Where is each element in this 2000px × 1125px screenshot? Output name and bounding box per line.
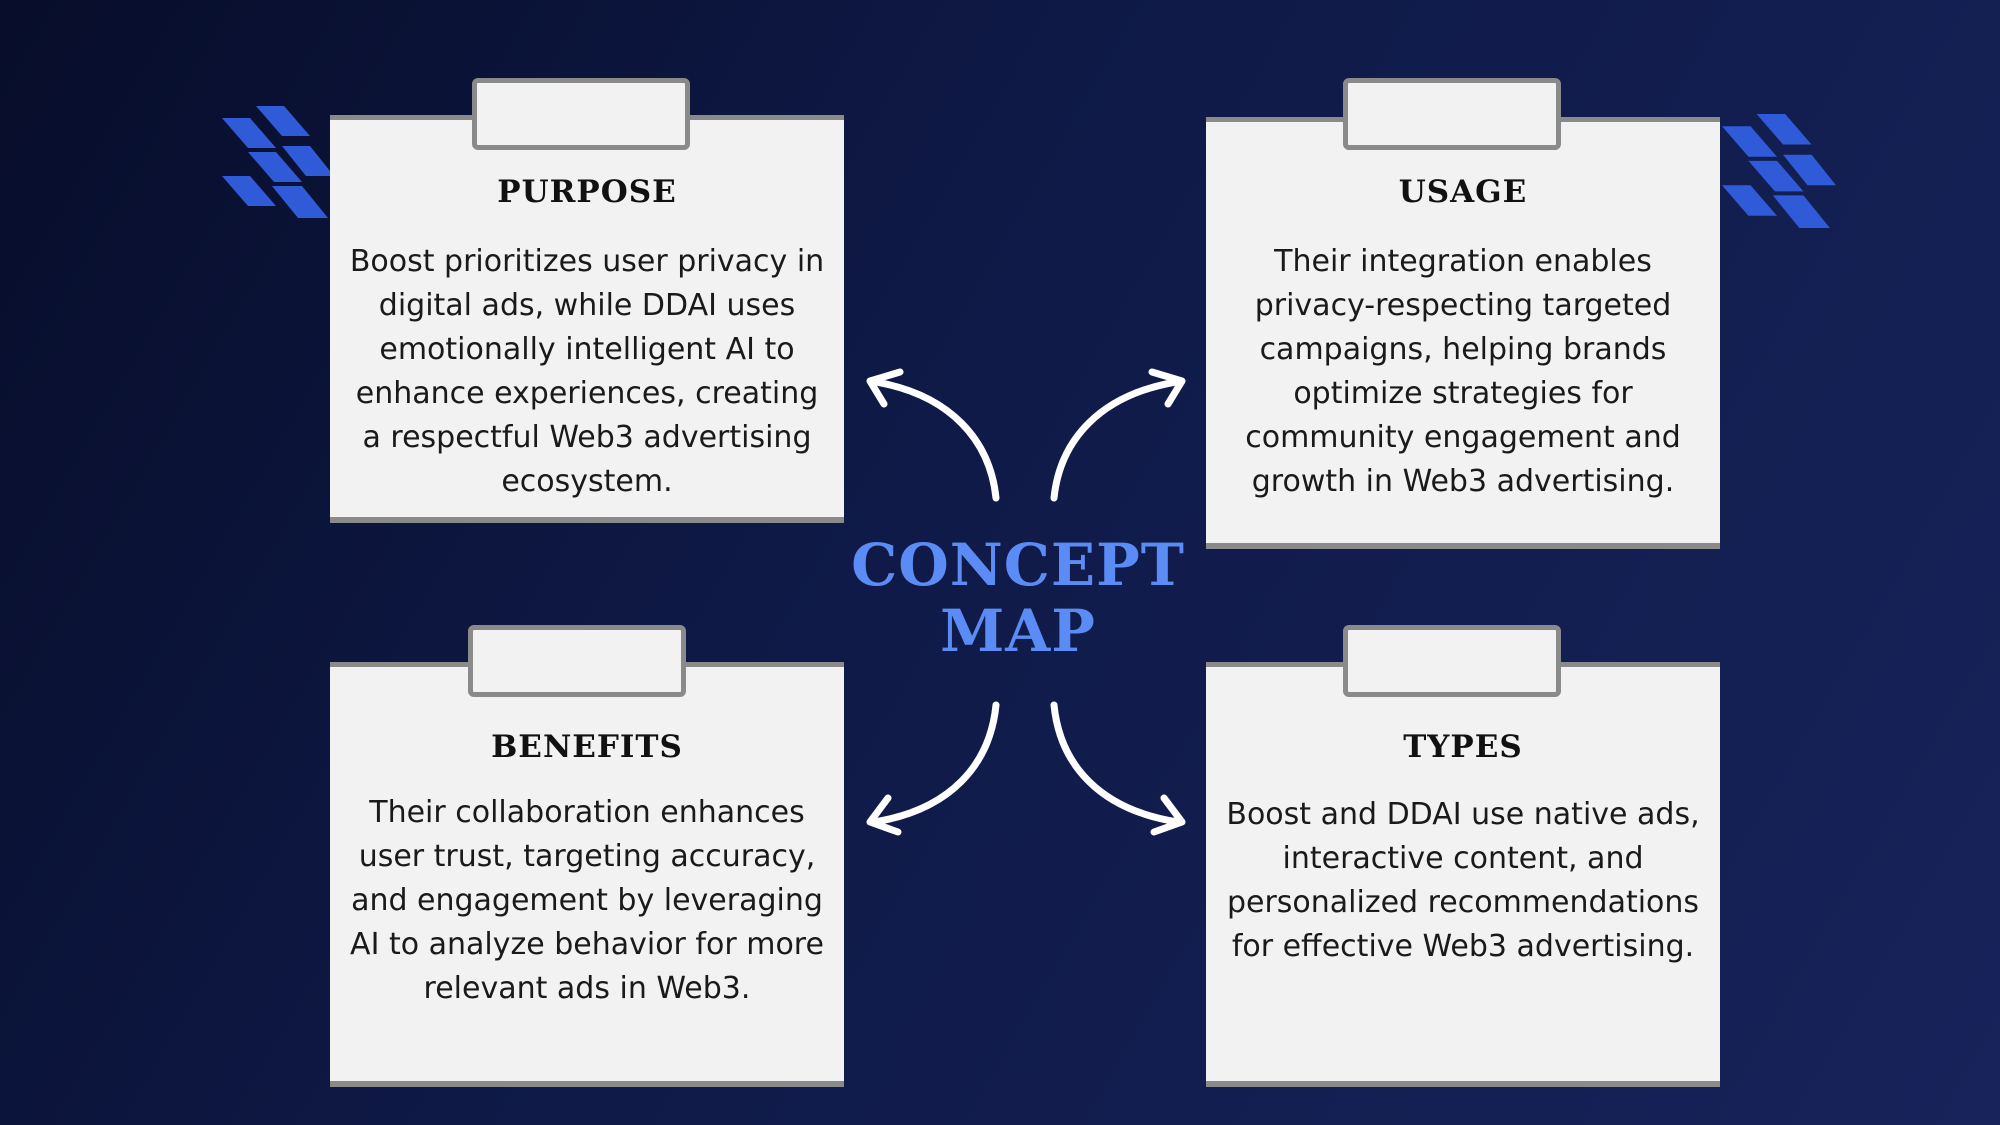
purpose-title: PURPOSE <box>497 174 677 210</box>
types-title: TYPES <box>1403 729 1523 765</box>
benefits-body: Their collaboration enhances user trust,… <box>350 795 824 1006</box>
tape-icon <box>468 625 686 697</box>
arrow-icon <box>1050 701 1186 836</box>
types-card: TYPES Boost and DDAI use native ads, int… <box>1206 662 1720 1087</box>
concept-map-title-line2: MAP <box>940 597 1096 665</box>
benefits-card: BENEFITS Their collaboration enhances us… <box>330 662 844 1087</box>
usage-body: Their integration enables privacy-respec… <box>1245 244 1681 499</box>
tape-icon <box>1343 78 1561 150</box>
benefits-title: BENEFITS <box>491 729 683 765</box>
types-body: Boost and DDAI use native ads, interacti… <box>1226 797 1700 964</box>
arrow-icon <box>1050 368 1186 502</box>
tape-icon <box>1343 625 1561 697</box>
concept-map-title-line1: CONCEPT <box>851 531 1185 599</box>
usage-title: USAGE <box>1398 174 1528 210</box>
tape-icon <box>472 78 690 150</box>
concept-map-title: CONCEPT MAP <box>846 532 1190 664</box>
arrow-icon <box>866 368 1000 502</box>
zigzag-decoration-icon <box>1722 114 1836 228</box>
usage-card: USAGE Their integration enables privacy-… <box>1206 117 1720 549</box>
arrow-icon <box>866 701 1000 836</box>
purpose-body: Boost prioritizes user privacy in digita… <box>349 244 825 499</box>
zigzag-decoration-icon <box>222 106 334 218</box>
purpose-card: PURPOSE Boost prioritizes user privacy i… <box>330 115 844 523</box>
